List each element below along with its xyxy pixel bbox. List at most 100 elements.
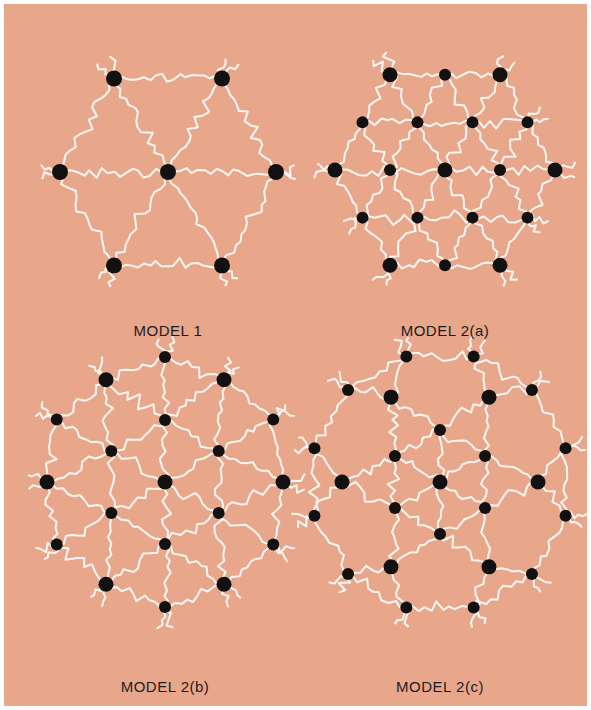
crosslink-dot: [482, 559, 497, 574]
polymer-chain: [219, 420, 274, 452]
polymer-chain: [440, 482, 485, 508]
crosslink-dot: [342, 568, 354, 580]
polymer-chain: [440, 397, 489, 430]
polymer-chain: [114, 74, 222, 82]
crosslink-dot: [52, 164, 68, 180]
polymer-chain: [437, 482, 444, 534]
crosslink-dot: [384, 559, 399, 574]
polymer-chain: [418, 121, 473, 126]
polymer-chain: [214, 380, 226, 451]
polymer-chain: [114, 172, 168, 266]
polymer-chain: [168, 168, 276, 176]
polymer-chain: [165, 584, 224, 607]
polymer-chain: [473, 216, 528, 223]
polymer-network: [41, 57, 295, 286]
crosslink-dot: [494, 164, 506, 176]
polymer-network: [292, 337, 587, 627]
polymer-chain: [363, 118, 418, 125]
polymer-chain: [389, 508, 399, 567]
polymer-chain: [485, 456, 538, 482]
polymer-chain: [60, 172, 114, 266]
polymer-chain: [160, 420, 169, 482]
polymer-chain: [46, 482, 58, 545]
crosslink-dot: [468, 602, 480, 614]
crosslink-dot: [159, 414, 171, 426]
polymer-chain: [418, 218, 446, 266]
crosslink-dot: [438, 163, 453, 178]
crosslink-dot: [493, 258, 508, 273]
crosslink-dot: [384, 390, 399, 405]
polymer-chain: [363, 215, 418, 225]
polymer-chain: [168, 172, 222, 266]
polymer-chain: [445, 122, 473, 170]
polymer-chain: [418, 210, 473, 223]
polymer-chain: [219, 513, 274, 545]
polymer-chain: [388, 456, 399, 508]
polymer-chain: [406, 601, 473, 611]
crosslink-dot: [400, 602, 412, 614]
polymer-chain: [270, 420, 283, 483]
polymer-chain: [348, 574, 406, 608]
crosslink-dot: [267, 414, 279, 426]
crosslink-dot: [384, 164, 396, 176]
crosslink-dot: [383, 258, 398, 273]
polymer-chain: [418, 75, 446, 123]
crosslink-dot: [493, 67, 508, 82]
crosslink-dot: [439, 259, 451, 271]
polymer-chain: [47, 451, 111, 482]
polymer-chain: [314, 390, 348, 448]
polymer-chain: [474, 356, 532, 390]
polymer-chain: [222, 78, 276, 172]
polymer-chain: [342, 482, 395, 508]
crosslink-dot: [159, 538, 171, 550]
polymer-chain: [500, 170, 528, 218]
polymer-chain: [106, 513, 111, 584]
crosslink-dot: [99, 372, 114, 387]
crosslink-dot: [357, 116, 369, 128]
crosslink-dot: [159, 601, 171, 613]
polymer-chain: [440, 456, 485, 482]
polymer-chain: [473, 218, 501, 266]
polymer-network: [29, 337, 305, 628]
crosslink-dot: [267, 539, 279, 551]
crosslink-dot: [434, 528, 446, 540]
model-label: MODEL 2(a): [401, 322, 490, 339]
polymer-chain: [57, 513, 112, 545]
polymer-chain: [108, 451, 115, 513]
polymer-chain: [390, 260, 445, 269]
crosslink-dot: [526, 568, 538, 580]
polymer-chain: [165, 357, 224, 380]
polymer-chain: [335, 170, 363, 218]
polymer-chain: [481, 508, 490, 567]
polymer-chain: [363, 218, 391, 266]
polymer-chain: [224, 545, 273, 585]
polymer-chain: [57, 380, 106, 420]
crosslink-dot: [276, 475, 291, 490]
polymer-chain: [165, 420, 219, 451]
polymer-chain: [348, 356, 406, 390]
background-panel: [4, 4, 587, 706]
polymer-chain: [114, 78, 168, 172]
crosslink-dot: [106, 258, 122, 274]
polymer-chain: [473, 119, 528, 129]
polymer-chain: [219, 451, 283, 482]
polymer-chain: [418, 170, 446, 218]
crosslink-dot: [560, 442, 572, 454]
polymer-chain: [445, 72, 500, 78]
polymer-chain: [161, 357, 169, 420]
polymer-chain: [481, 456, 489, 508]
polymer-chain: [335, 122, 363, 170]
polymer-chain: [314, 516, 348, 574]
polymer-chain: [528, 170, 556, 218]
polymer-chain: [111, 420, 165, 451]
crosslink-dot: [308, 442, 320, 454]
polymer-chain: [500, 166, 555, 175]
crosslink-dot: [159, 351, 171, 363]
polymer-chain: [363, 122, 391, 170]
polymer-chain: [485, 481, 538, 508]
polymer-chain: [219, 482, 283, 513]
polymer-chain: [165, 513, 219, 544]
polymer-chain: [111, 451, 165, 482]
polymer-chain: [222, 172, 276, 266]
